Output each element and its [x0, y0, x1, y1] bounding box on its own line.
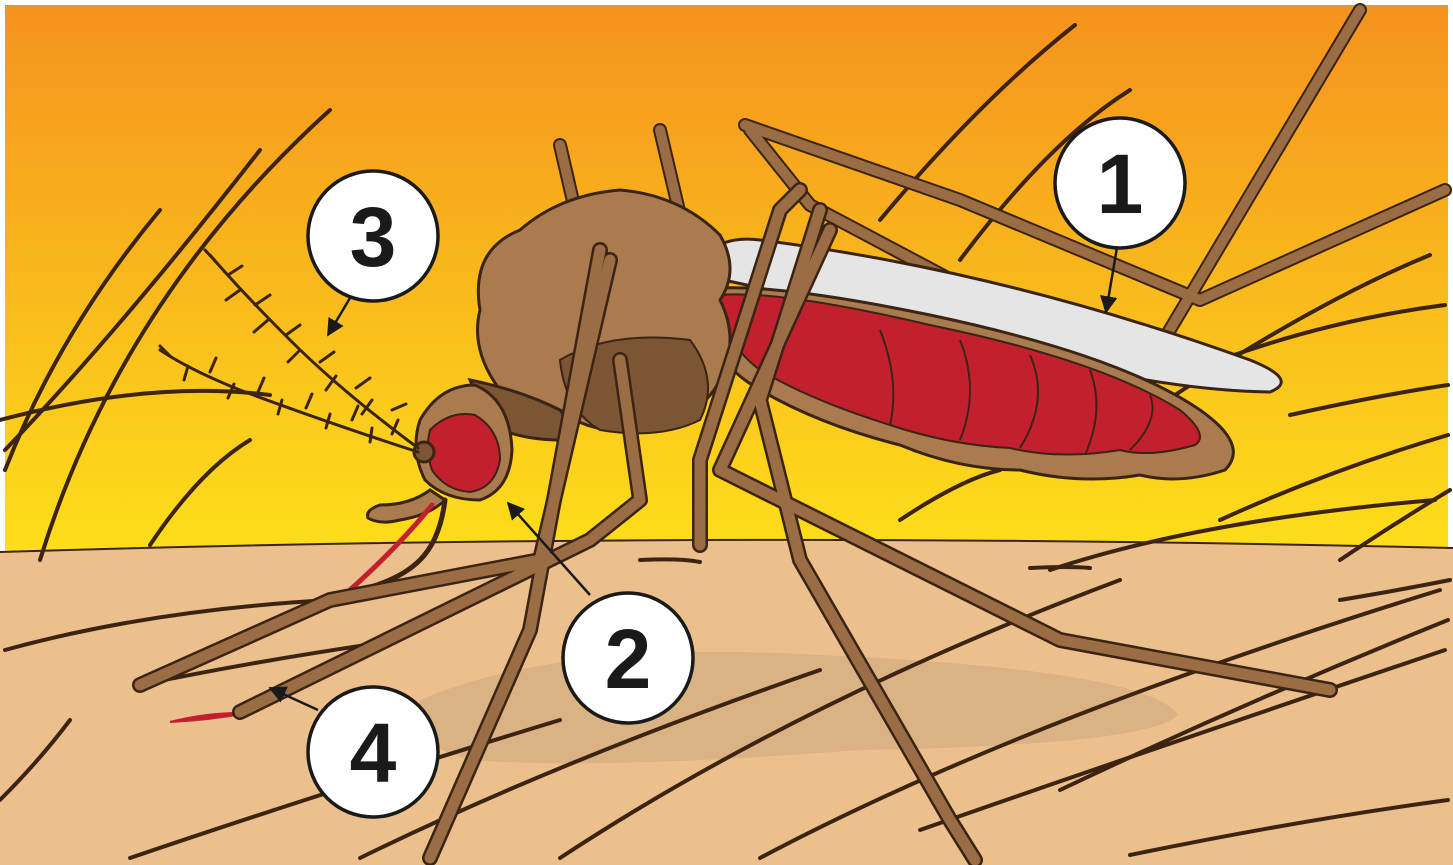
callout-3-number: 3: [350, 190, 397, 284]
callout-4: 4: [308, 687, 438, 817]
callout-1: 1: [1055, 118, 1185, 248]
callout-2-number: 2: [605, 612, 652, 706]
callout-3: 3: [308, 171, 438, 301]
callout-2: 2: [563, 593, 693, 723]
callout-1-number: 1: [1097, 137, 1144, 231]
callout-4-number: 4: [350, 706, 397, 800]
